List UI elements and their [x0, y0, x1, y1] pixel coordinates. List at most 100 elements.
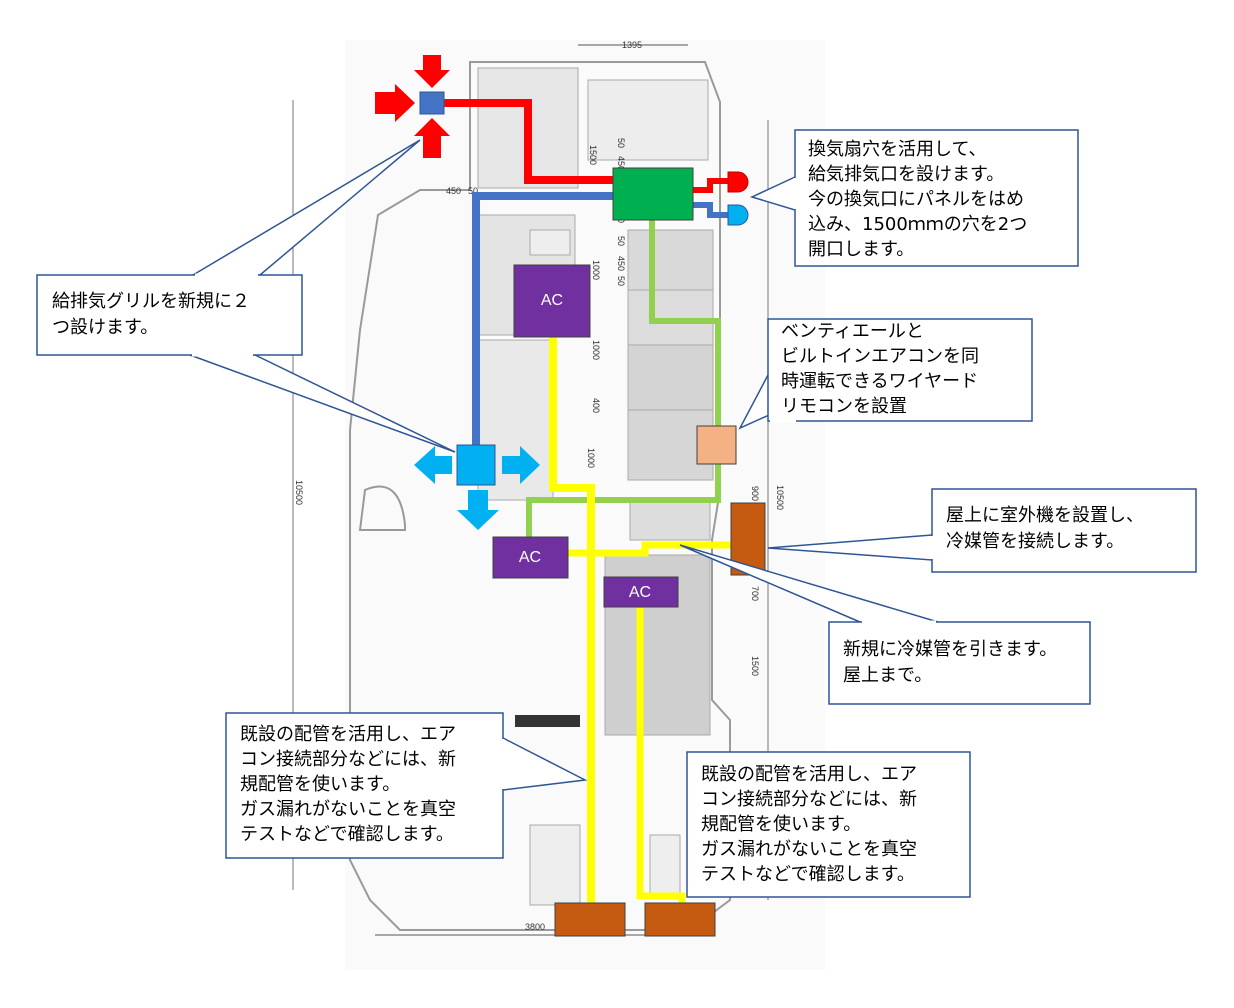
ac-unit-1 — [513, 264, 591, 338]
callout-line: リモコンを設置 — [781, 396, 907, 417]
arrow-in-bottom-icon — [414, 118, 450, 158]
dim-50c: 50 — [616, 276, 626, 286]
callout-line: 給排気グリルを新規に２ — [52, 291, 250, 312]
callout-line: 規配管を使います。 — [240, 774, 400, 795]
callout-text: 屋上に室外機を設置し、 冷媒管を接続します。 — [946, 505, 1150, 552]
callout-box — [828, 621, 1091, 705]
dim-450b: 450 — [616, 256, 626, 271]
callout-text: 既設の配管を活用し、エア コン接続部分などには、新 規配管を使います。 ガス漏れ… — [701, 764, 923, 885]
callout-line: 新規に冷媒管を引きます。 — [843, 639, 1057, 660]
ac-unit-3 — [603, 576, 679, 608]
callout-line: 時運転できるワイヤード — [781, 371, 978, 392]
callout-box — [36, 274, 303, 356]
callout-text: 給排気グリルを新規に２ つ設けます。 — [52, 291, 256, 338]
cabinet-2 — [627, 289, 714, 346]
exhaust-outlet-duct — [693, 202, 735, 218]
callout-remote: ベンティエールと ビルトインエアコンを同 時運転できるワイヤード リモコンを設置 — [738, 318, 1033, 430]
dim-50a: 50 — [616, 138, 626, 148]
callout-box — [794, 129, 1079, 267]
callout-text: 既設の配管を活用し、エア コン接続部分などには、新 規配管を使います。 ガス漏れ… — [240, 724, 462, 845]
supply-grille — [419, 91, 445, 115]
dim-bottom-width: 3800 — [525, 922, 545, 932]
dim-top-width: 1395 — [622, 40, 642, 50]
ventilation-unit — [612, 167, 694, 221]
callout-line: 給気排気口を設けます。 — [808, 164, 1004, 185]
exhaust-grille — [456, 444, 496, 486]
cabinet-5 — [629, 499, 711, 541]
callout-line: 込み、1500ｍｍの穴を2つ — [808, 214, 1027, 235]
outdoor-unit-left — [554, 902, 626, 937]
dim-left-height: 10500 — [294, 480, 304, 505]
supply-outlet-duct — [693, 178, 735, 193]
callout-line: コン接続部分などには、新 — [240, 749, 456, 770]
dim-1000b: 1000 — [591, 340, 601, 360]
dim-900: 900 — [750, 486, 760, 501]
exhaust-duct — [472, 192, 613, 445]
callout-line: ガス漏れがないことを真空 — [240, 799, 456, 820]
callout-line: テストなどで確認します。 — [701, 864, 915, 885]
callout-text: 換気扇穴を活用して、 給気排気口を設けます。 今の換気口にパネルをはめ 込み、1… — [808, 139, 1033, 260]
wired-remote — [696, 425, 737, 465]
callout-box — [931, 488, 1197, 573]
callout-line: 開口します。 — [808, 239, 914, 260]
arrow-out-down-icon — [457, 490, 499, 530]
dim-400b: 400 — [591, 398, 601, 413]
ac-unit-1-label: AC — [541, 292, 563, 309]
arrow-in-icon — [375, 55, 450, 158]
callout-line: 既設の配管を活用し、エア — [240, 724, 456, 745]
dark-strip — [515, 715, 580, 727]
dim-1000c: 1000 — [586, 448, 596, 468]
callout-line: 既設の配管を活用し、エア — [701, 764, 917, 785]
dim-1500b: 1500 — [750, 656, 760, 676]
ac-unit-2-label: AC — [519, 549, 541, 566]
callout-line: 冷媒管を接続します。 — [946, 531, 1124, 552]
cabinet-1 — [627, 229, 714, 291]
callout-box — [767, 318, 1033, 422]
callout-line: ガス漏れがないことを真空 — [701, 839, 917, 860]
arrow-in-left-icon — [375, 84, 415, 122]
dim-50-left: 50 — [468, 186, 478, 196]
refrigerant-pipe-1 — [549, 337, 595, 903]
dim-1000a: 1000 — [591, 260, 601, 280]
callout-line: 屋上に室外機を設置し、 — [946, 505, 1144, 526]
supply-duct — [432, 99, 613, 184]
callout-line: コン接続部分などには、新 — [701, 789, 917, 810]
refrigerant-pipe-2 — [568, 541, 731, 557]
arrow-out-icon — [414, 446, 540, 530]
dim-450a: 450 — [616, 156, 626, 171]
room-top-right — [587, 79, 709, 161]
arrow-out-right-icon — [502, 446, 540, 484]
callout-vent-hole: 換気扇穴を活用して、 給気排気口を設けます。 今の換気口にパネルをはめ 込み、1… — [749, 129, 1079, 267]
callout-existing-pipe-2: 既設の配管を活用し、エア コン接続部分などには、新 規配管を使います。 ガス漏れ… — [686, 751, 971, 898]
callout-line: ビルトインエアコンを同 — [781, 346, 979, 367]
callout-rooftop-unit: 屋上に室外機を設置し、 冷媒管を接続します。 — [767, 488, 1197, 573]
dim-50b: 50 — [616, 236, 626, 246]
callout-line: 今の換気口にパネルをはめ — [808, 189, 1024, 210]
outdoor-unit-right — [644, 902, 716, 937]
ac-unit-3-label: AC — [629, 584, 651, 601]
callout-line: ベンティエールと — [781, 321, 924, 342]
exhaust-vent-cap — [727, 204, 749, 226]
dim-1500: 1500 — [588, 145, 598, 165]
callout-box — [225, 712, 504, 859]
supply-vent-cap — [727, 171, 749, 193]
arrow-out-left-icon — [414, 446, 452, 484]
arrow-in-top-icon — [414, 55, 450, 88]
fixture-2 — [529, 824, 581, 906]
callout-line: 屋上まで。 — [843, 665, 932, 686]
callout-text: 新規に冷媒管を引きます。 屋上まで。 — [843, 639, 1063, 686]
dim-450-left: 450 — [446, 186, 461, 196]
callout-new-pipe: 新規に冷媒管を引きます。 屋上まで。 — [679, 544, 1091, 705]
fixture-3 — [649, 834, 681, 896]
refrigerant-pipe-3 — [636, 608, 686, 903]
callout-line: 換気扇穴を活用して、 — [808, 139, 987, 160]
callout-line: つ設けます。 — [52, 317, 158, 338]
callout-existing-pipe-1: 既設の配管を活用し、エア コン接続部分などには、新 規配管を使います。 ガス漏れ… — [225, 712, 588, 859]
fixture-1 — [529, 229, 571, 256]
callout-text: ベンティエールと ビルトインエアコンを同 時運転できるワイヤード リモコンを設置 — [781, 321, 985, 417]
ac-unit-2 — [492, 536, 569, 579]
callout-grille: 給排気グリルを新規に２ つ設けます。 — [36, 139, 456, 453]
remote-signal-line — [526, 220, 721, 537]
dim-700: 700 — [750, 586, 760, 601]
